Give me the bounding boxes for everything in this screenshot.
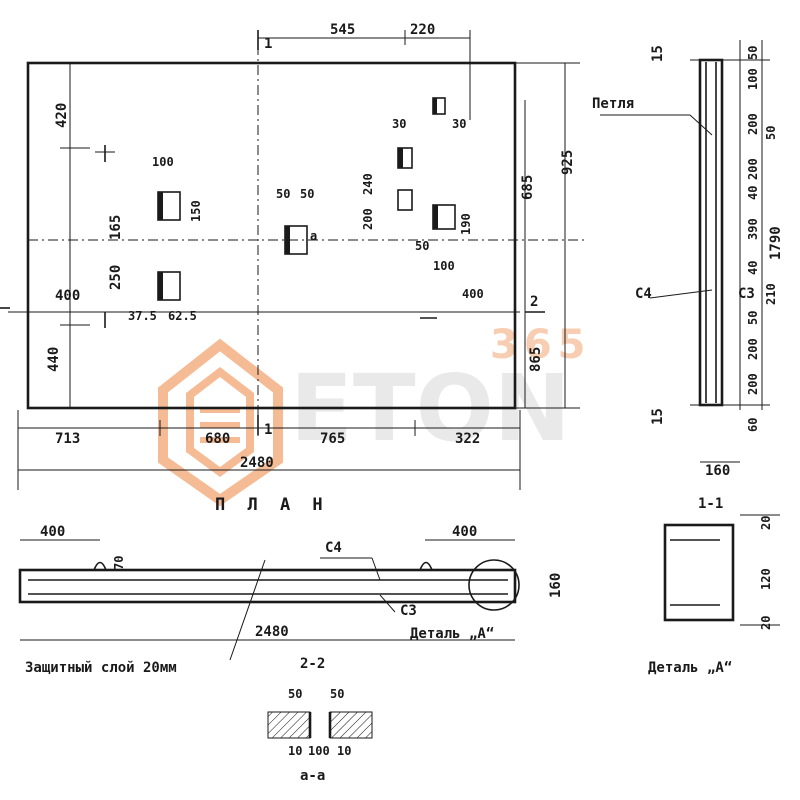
detail-a-caption: Деталь „А“ [648,660,732,676]
svg-text:50: 50 [288,687,302,701]
section-mark-2-right: 2 [530,294,538,310]
plan-opening-dim: 50 [415,239,429,253]
detail-a-circle [468,559,520,611]
section-mark-1-top: 1 [264,36,272,52]
svg-text:100: 100 [308,744,330,758]
svg-text:200: 200 [746,113,760,135]
plan-left-dim-3: 250 [108,265,124,290]
svg-text:10: 10 [337,744,351,758]
svg-text:200: 200 [746,158,760,180]
svg-text:200: 200 [746,373,760,395]
plan-opening-dim: 240 [361,173,375,195]
svg-text:70: 70 [112,556,126,570]
svg-text:20: 20 [759,616,773,630]
plan-bottom-dim-2: 680 [205,431,230,447]
side-view: Петля С4 С3 15 15 1790 50 100 200 50 200… [592,40,784,432]
long-left-dim: 400 [40,524,65,540]
section-1-1-title: 1-1 [698,496,723,512]
long-cover-note: Защитный слой 20мм [25,660,177,676]
plan-top-dim-2: 220 [410,22,435,38]
svg-text:210: 210 [764,283,778,305]
svg-text:60: 60 [746,418,760,432]
plan-view: 1 1 2 [0,22,585,515]
watermark-logo-icon [158,338,283,507]
plan-opening-dim: 50 [276,187,290,201]
watermark-number: 365 [490,322,592,368]
section-2-2-title: 2-2 [300,656,325,672]
section-1-1: 160 1-1 20 120 20 [663,461,780,630]
plan-opening-dim: 50 [300,187,314,201]
plan-opening-dim: 150 [189,200,203,222]
long-length: 2480 [255,624,289,640]
plan-bottom-dim-3: 765 [320,431,345,447]
svg-text:10: 10 [288,744,302,758]
plan-opening-dim: 100 [433,259,455,273]
loop-left [93,561,107,571]
svg-text:50: 50 [746,311,760,325]
plan-bottom-dim-1: 713 [55,431,80,447]
svg-text:20: 20 [759,516,773,530]
loop-right [419,561,433,571]
plan-opening-dim: 200 [361,208,375,230]
svg-text:40: 40 [746,261,760,275]
svg-text:50: 50 [746,46,760,60]
plan-opening-dim: a [310,229,317,243]
section-2-2-caption: а-а [300,768,325,784]
long-detail-label: Деталь „А“ [410,626,494,642]
plan-left-dim-5: 440 [46,347,62,372]
plan-right-dim-3: 865 [528,347,544,372]
plan-opening-dim: 100 [152,155,174,169]
side-c4-label: С4 [635,286,652,302]
long-right-dim: 400 [452,524,477,540]
svg-text:390: 390 [746,218,760,240]
plan-bottom-dim-4: 322 [455,431,480,447]
section-mark-1-bottom: 1 [264,422,272,438]
svg-text:50: 50 [764,126,778,140]
plan-opening-dim: 30 [392,117,406,131]
side-dims: 50 100 200 50 200 40 390 40 210 50 200 2… [746,46,778,432]
section-1-1-width: 160 [705,463,730,479]
plan-left-dim-1: 420 [54,103,70,128]
side-overall-dim: 1790 [768,226,784,260]
section-2-2: 2-2 50 50 10 100 10 а-а [267,656,373,784]
long-c4-label: С4 [325,540,342,556]
plan-overall-dim: 2480 [240,455,274,471]
plan-opening-dim: 62.5 [168,309,197,323]
loop-marks [60,145,437,328]
opening [157,97,456,301]
side-outline [698,58,724,407]
side-loop-label: Петля [592,96,634,112]
svg-text:50: 50 [330,687,344,701]
plan-right-dim-1: 925 [560,150,576,175]
plan-left-dim-4: 400 [55,288,80,304]
long-thickness: 160 [548,573,564,598]
plan-title: П Л А Н [215,495,329,515]
side-small-bottom: 15 [650,408,666,425]
plan-left-dim-2: 165 [108,215,124,240]
long-c3-label: С3 [400,603,417,619]
svg-text:200: 200 [746,338,760,360]
plan-opening-dim: 190 [459,213,473,235]
plan-opening-dim: 400 [462,287,484,301]
plan-right-dim-2: 685 [520,175,536,200]
plan-opening-dim: 30 [452,117,466,131]
plan-outline [26,61,517,410]
plan-top-dim-1: 545 [330,22,355,38]
long-section: 400 400 70 160 2480 С4 С3 Деталь „А“ Защ… [18,524,564,676]
svg-text:120: 120 [759,568,773,590]
svg-text:100: 100 [746,68,760,90]
side-c3-label: С3 [738,286,755,302]
plan-opening-dim: 37.5 [128,309,157,323]
side-small-top: 15 [650,45,666,62]
svg-text:40: 40 [746,186,760,200]
